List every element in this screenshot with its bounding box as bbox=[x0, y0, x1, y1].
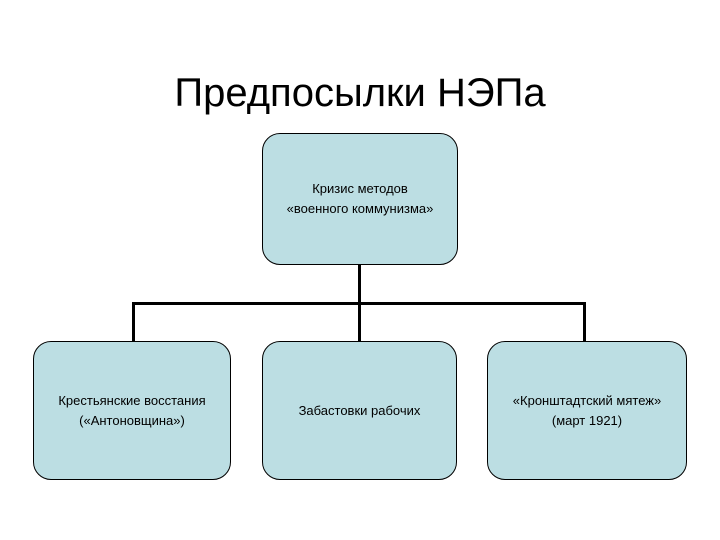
diagram-node-child-2[interactable]: «Кронштадтский мятеж» (март 1921) bbox=[487, 341, 687, 480]
diagram-node-root[interactable]: Кризис методов «военного коммунизма» bbox=[262, 133, 458, 265]
diagram-node-child-0-label: Крестьянские восстания («Антоновщина») bbox=[58, 392, 206, 428]
diagram-node-child-0[interactable]: Крестьянские восстания («Антоновщина») bbox=[33, 341, 231, 480]
connector-root-stem bbox=[358, 265, 361, 304]
diagram-node-child-2-label: «Кронштадтский мятеж» (март 1921) bbox=[512, 392, 662, 428]
diagram-node-child-1-label: Забастовки рабочих bbox=[298, 402, 421, 418]
connector-drop-child-0 bbox=[132, 302, 135, 342]
diagram-node-root-label: Кризис методов «военного коммунизма» bbox=[286, 181, 434, 216]
page-title: Предпосылки НЭПа bbox=[174, 70, 546, 115]
connector-drop-child-2 bbox=[583, 302, 586, 342]
connector-drop-child-1 bbox=[358, 302, 361, 342]
diagram-node-child-1[interactable]: Забастовки рабочих bbox=[262, 341, 457, 480]
